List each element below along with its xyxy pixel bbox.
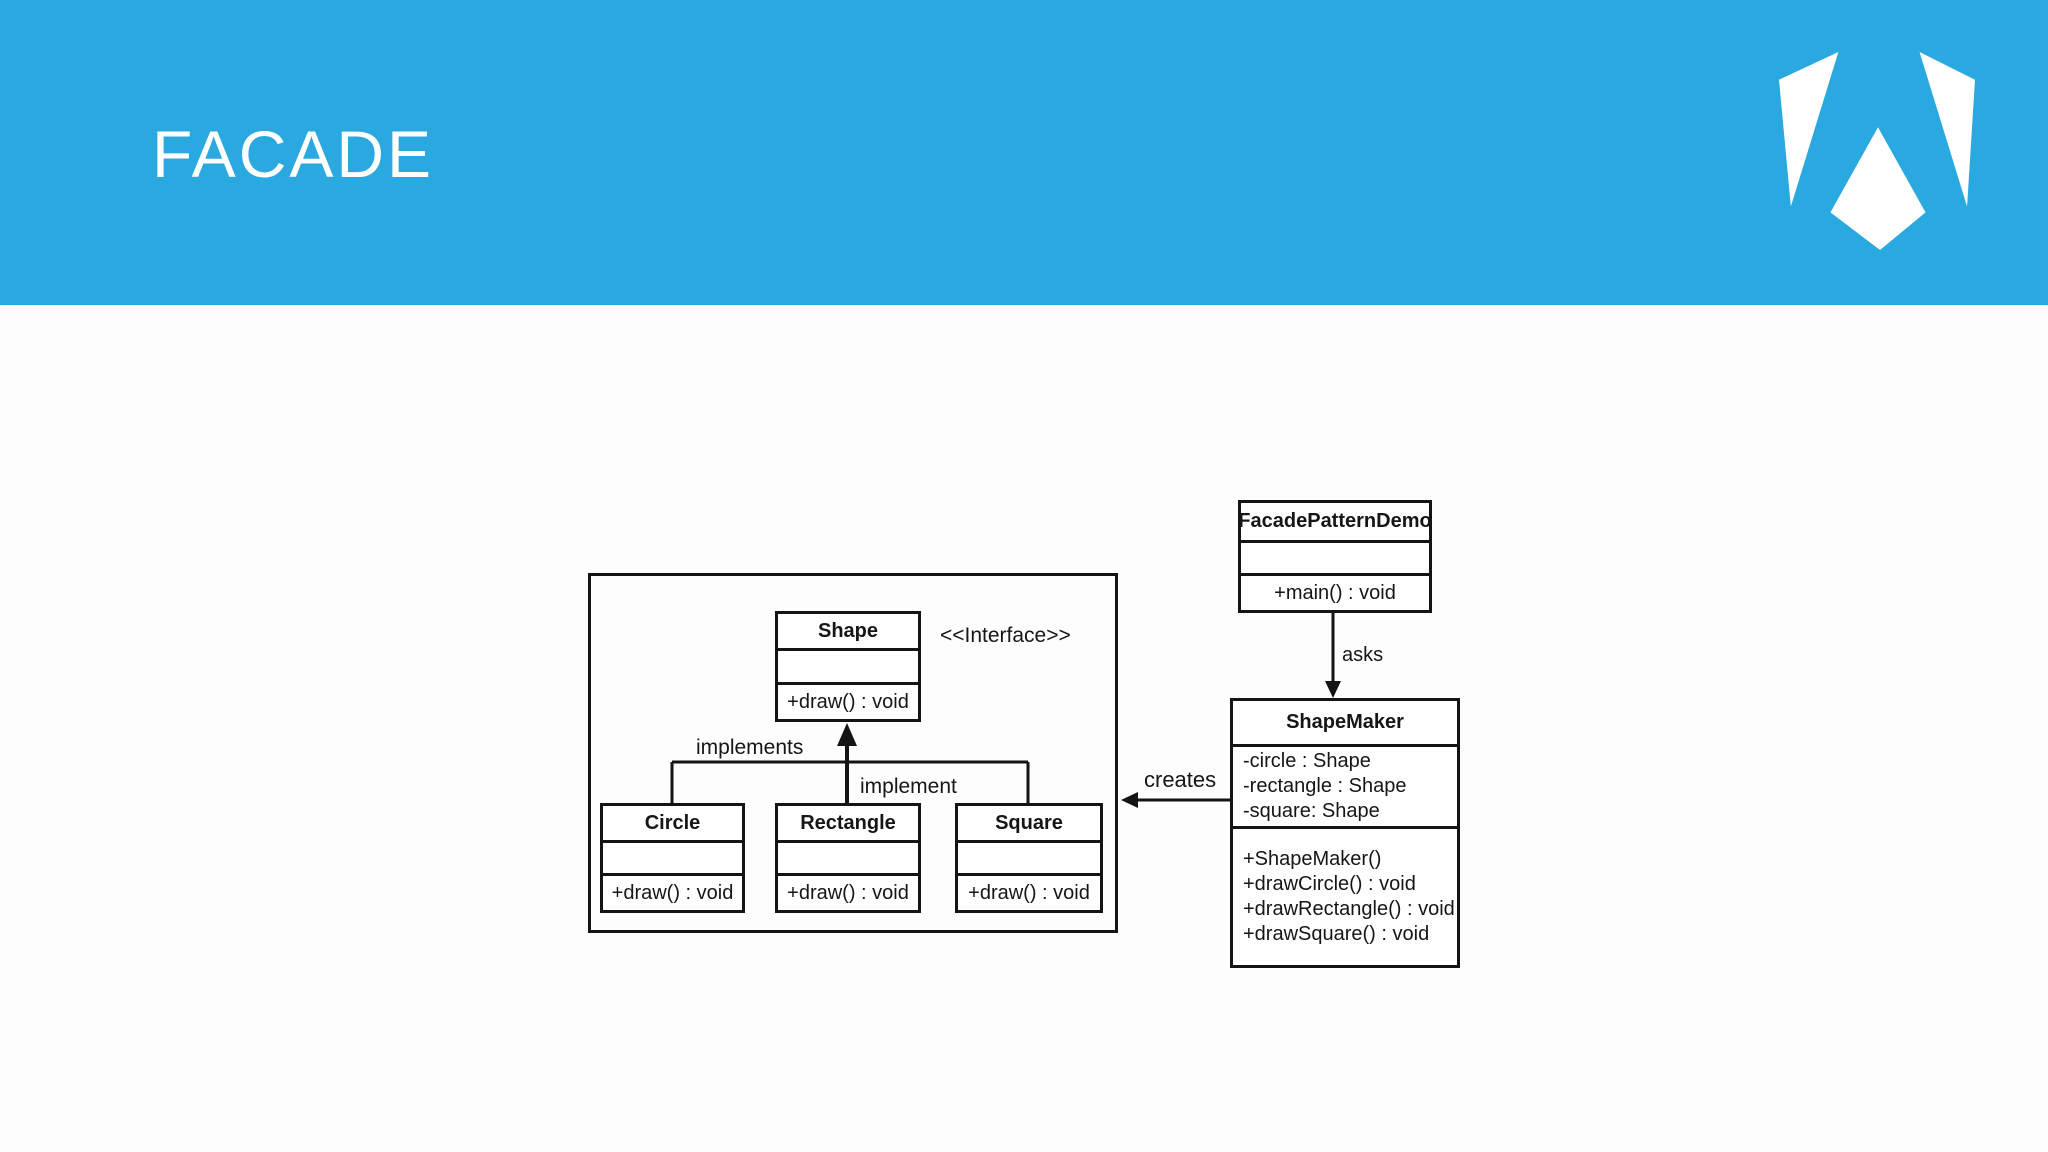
class-title: FacadePatternDemo	[1238, 503, 1432, 543]
class-attributes-empty	[1241, 543, 1429, 576]
class-methods: +draw() : void	[778, 685, 918, 719]
class-square: Square +draw() : void	[955, 803, 1103, 913]
brand-logo-icon	[1778, 52, 1975, 250]
method-line: +drawSquare() : void	[1243, 923, 1430, 945]
class-title: Square	[958, 806, 1100, 843]
class-attributes-empty	[958, 843, 1100, 876]
asks-label: asks	[1342, 644, 1384, 666]
implements-label: implements	[696, 736, 804, 759]
interface-stereotype-label: <<Interface>>	[940, 624, 1071, 647]
attribute-line: -circle : Shape	[1243, 750, 1371, 772]
class-attributes-empty	[778, 651, 918, 685]
page-title: FACADE	[152, 117, 435, 191]
method-line: +draw() : void	[787, 690, 909, 713]
class-facadepatterndemo: FacadePatternDemo +main() : void	[1238, 500, 1432, 613]
method-line: +drawCircle() : void	[1243, 873, 1416, 895]
class-methods: +main() : void	[1241, 576, 1429, 610]
class-shapemaker: ShapeMaker -circle : Shape -rectangle : …	[1230, 698, 1460, 968]
class-title: Circle	[603, 806, 742, 843]
class-attributes: -circle : Shape -rectangle : Shape -squa…	[1233, 747, 1457, 829]
arrowhead-down-icon	[1325, 681, 1341, 698]
header-band: FACADE	[0, 0, 2048, 305]
method-line: +draw() : void	[611, 881, 734, 904]
attribute-line: -square: Shape	[1243, 800, 1380, 822]
class-methods: +draw() : void	[603, 876, 742, 910]
class-methods: +draw() : void	[778, 876, 918, 910]
method-line: +draw() : void	[787, 881, 909, 904]
class-rectangle: Rectangle +draw() : void	[775, 803, 921, 913]
class-title: ShapeMaker	[1233, 701, 1457, 747]
shapes-package-frame	[588, 573, 1118, 933]
implement-label: implement	[860, 775, 957, 798]
method-line: +draw() : void	[968, 881, 1090, 904]
class-circle: Circle +draw() : void	[600, 803, 745, 913]
attribute-line: -rectangle : Shape	[1243, 775, 1407, 797]
class-title: Rectangle	[778, 806, 918, 843]
class-title: Shape	[778, 614, 918, 651]
creates-label: creates	[1144, 767, 1217, 792]
method-line: +main() : void	[1274, 581, 1396, 604]
method-line: +ShapeMaker()	[1243, 848, 1382, 870]
class-shape: Shape +draw() : void	[775, 611, 921, 722]
class-methods: +ShapeMaker() +drawCircle() : void +draw…	[1233, 829, 1457, 965]
class-methods: +draw() : void	[958, 876, 1100, 910]
class-attributes-empty	[603, 843, 742, 876]
class-attributes-empty	[778, 843, 918, 876]
method-line: +drawRectangle() : void	[1243, 898, 1455, 920]
arrowhead-left-icon	[1121, 792, 1138, 808]
